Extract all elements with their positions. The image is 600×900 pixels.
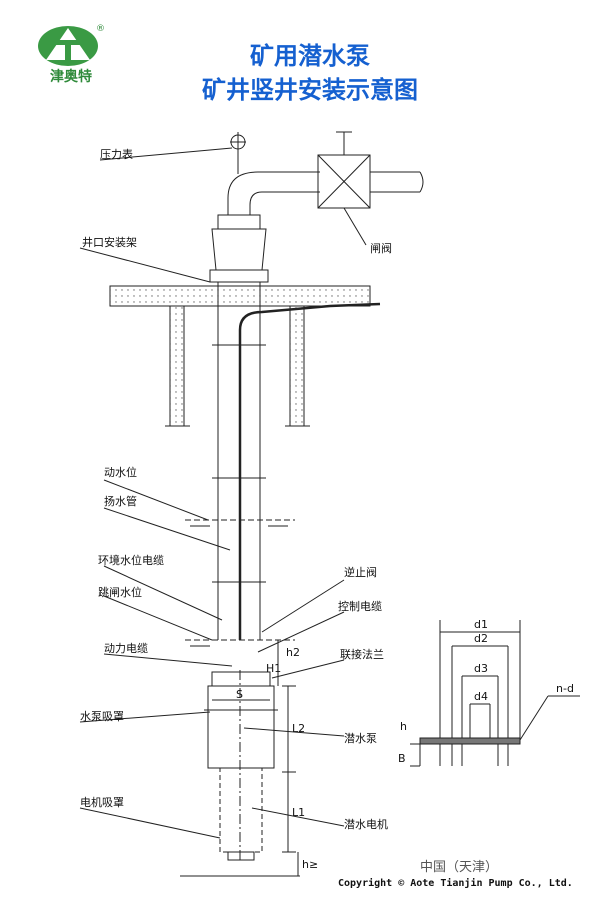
footer-origin: 中国（天津） — [420, 860, 499, 875]
dim-d4: d4 — [474, 690, 488, 703]
dim-hm: h≥ — [302, 858, 318, 871]
label-pump-suction-cover: 水泵吸罩 — [80, 710, 124, 723]
brand-text: 津奥特 — [50, 69, 92, 85]
label-control-cable: 控制电缆 — [338, 599, 382, 613]
dim-h1: H1 — [266, 662, 281, 675]
label-power-cable: 动力电缆 — [104, 642, 148, 655]
dim-nd: n-d — [556, 682, 574, 695]
label-pressure-gauge: 压力表 — [100, 147, 133, 161]
dim-d1: d1 — [474, 618, 488, 631]
dim-s: S — [236, 688, 243, 701]
dim-h: h — [400, 720, 407, 733]
dim-h2: h2 — [286, 646, 300, 659]
label-trip-water-level: 跳闸水位 — [98, 585, 142, 599]
label-submersible-motor: 潜水电机 — [344, 817, 388, 831]
dim-d3: d3 — [474, 662, 488, 675]
label-check-valve: 逆止阀 — [344, 565, 377, 579]
title-line-1: 矿用潜水泵 — [250, 41, 370, 70]
label-gate-valve: 闸阀 — [370, 241, 392, 255]
company-logo — [38, 26, 98, 66]
label-wellhead-frame: 井口安装架 — [82, 235, 137, 249]
label-dynamic-water-level: 动水位 — [104, 465, 137, 479]
label-motor-suction-cover: 电机吸罩 — [80, 795, 124, 809]
dim-d2: d2 — [474, 632, 488, 645]
dim-l1: L1 — [292, 806, 305, 819]
footer-copyright: Copyright © Aote Tianjin Pump Co., Ltd. — [338, 878, 573, 889]
registered-mark: ® — [96, 24, 105, 34]
label-connect-flange: 联接法兰 — [340, 647, 384, 661]
title-line-2: 矿井竖井安装示意图 — [202, 75, 418, 104]
dim-l2: L2 — [292, 722, 305, 735]
dim-b: B — [398, 752, 406, 765]
label-env-level-cable: 环境水位电缆 — [98, 553, 164, 567]
label-riser-pipe: 扬水管 — [104, 494, 137, 508]
label-submersible-pump: 潜水泵 — [344, 731, 377, 745]
